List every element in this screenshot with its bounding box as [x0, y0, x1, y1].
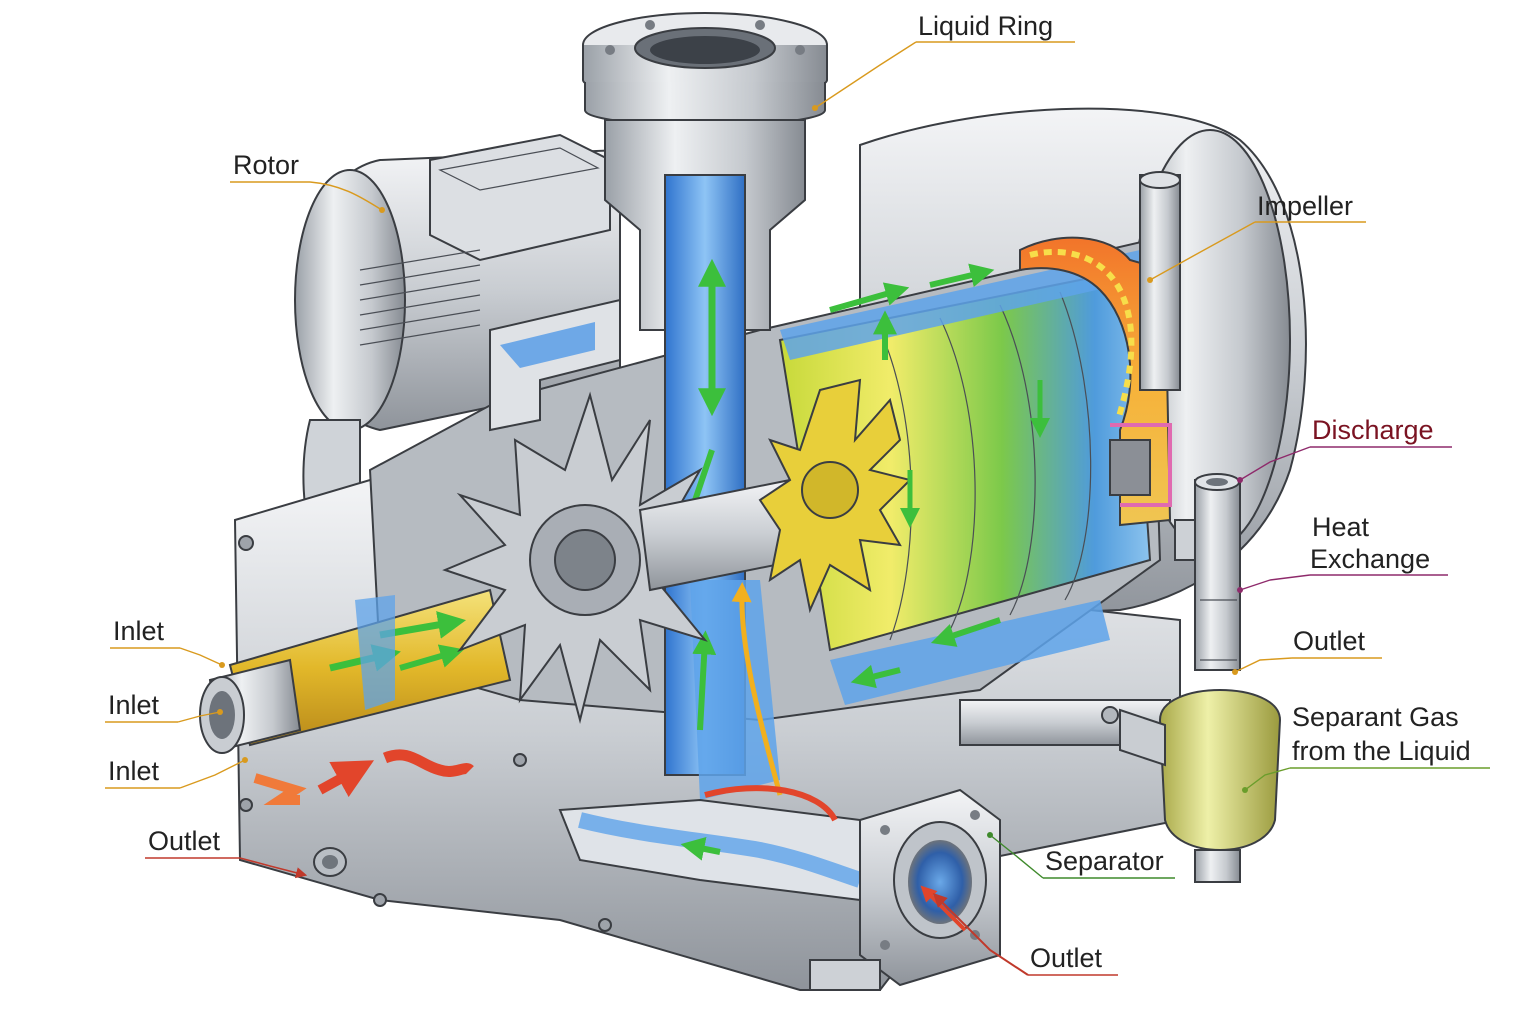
label-inlet-1: Inlet	[110, 616, 225, 668]
label-separator: Separator	[987, 832, 1175, 879]
label-heat-exchange: Heat Exchange	[1237, 512, 1448, 593]
separator-label: Separator	[1045, 846, 1164, 876]
impeller-drum	[758, 250, 1152, 705]
label-rotor: Rotor	[230, 150, 385, 213]
bottom-duct	[558, 785, 1001, 991]
impeller-label: Impeller	[1257, 191, 1353, 221]
outlet-bottom-label: Outlet	[1030, 943, 1103, 973]
rotor-gear	[442, 391, 802, 724]
label-liquid-ring: Liquid Ring	[812, 11, 1075, 111]
separant-gas-label-line2: from the Liquid	[1292, 736, 1471, 766]
label-discharge: Discharge	[1237, 415, 1452, 483]
outlet-left-label: Outlet	[148, 826, 221, 856]
label-separant-gas: Separant Gas from the Liquid	[1242, 702, 1490, 793]
inlet-label-3: Inlet	[108, 756, 160, 786]
label-outlet-bottom: Outlet	[933, 893, 1118, 976]
inlet-shaft	[199, 588, 512, 754]
label-impeller: Impeller	[1147, 191, 1366, 283]
liquid-ring-channel	[582, 12, 828, 800]
heat-exchange-label-line2: Exchange	[1310, 544, 1430, 574]
external-flow-arrows	[253, 749, 474, 805]
heat-exchange-label-line1: Heat	[1312, 512, 1370, 542]
label-inlet-2: Inlet	[105, 690, 223, 723]
rotor-label: Rotor	[233, 150, 299, 180]
liquid-ring-label: Liquid Ring	[918, 11, 1053, 41]
discharge-label: Discharge	[1312, 415, 1434, 445]
separant-gas-label-line1: Separant Gas	[1292, 702, 1459, 732]
label-inlet-3: Inlet	[105, 756, 248, 789]
inlet-label-1: Inlet	[113, 616, 165, 646]
label-outlet-left: Outlet	[145, 826, 308, 879]
heat-exchange-cavity	[1019, 171, 1181, 527]
outlet-right-label: Outlet	[1293, 626, 1366, 656]
label-outlet-right: Outlet	[1232, 626, 1382, 675]
inlet-label-2: Inlet	[108, 690, 160, 720]
separator-vessel	[1101, 473, 1282, 883]
